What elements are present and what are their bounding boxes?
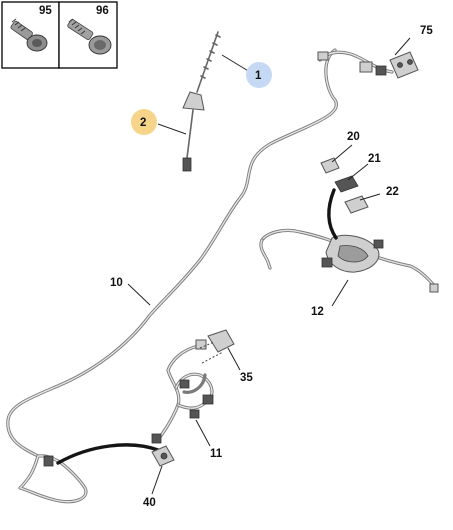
callout-2: 2 [140, 117, 146, 129]
bracket-75 [389, 51, 419, 79]
fastener-inset: 95 96 [1, 1, 118, 69]
screw-95-icon [10, 18, 48, 52]
antenna-connector [182, 157, 192, 172]
callout-1: 1 [255, 70, 262, 82]
antenna-assembly [182, 31, 221, 172]
callout-40: 40 [143, 497, 156, 509]
callout-75: 75 [420, 25, 433, 37]
black-cable-21 [327, 188, 338, 240]
part-20 [320, 157, 340, 174]
highlight-marker-2 [131, 109, 157, 135]
callout-20: 20 [347, 131, 360, 143]
callout-11: 11 [210, 448, 223, 460]
callout-35: 35 [240, 372, 253, 384]
label-96: 96 [96, 5, 109, 17]
callout-22: 22 [386, 186, 399, 198]
antenna-mast [196, 31, 219, 93]
callout-10: 10 [110, 277, 123, 289]
leader-lines [127, 37, 411, 495]
label-95: 95 [39, 5, 52, 17]
antenna-cable [186, 109, 194, 159]
highlight-marker-1 [246, 62, 272, 88]
sub-harness-11 [151, 329, 235, 444]
part-35 [207, 329, 235, 353]
callout-21: 21 [368, 153, 381, 165]
antenna-base [182, 91, 205, 111]
callout-12: 12 [311, 306, 324, 318]
lower-left-loop [18, 443, 175, 504]
part-21 [334, 175, 359, 193]
callouts: 75 1 2 20 21 22 10 12 35 11 40 [110, 25, 433, 509]
black-cable-40 [56, 443, 160, 465]
part-22 [344, 195, 369, 214]
right-assembly [259, 157, 439, 293]
main-harness [6, 48, 419, 458]
screw-96-icon [67, 18, 112, 55]
